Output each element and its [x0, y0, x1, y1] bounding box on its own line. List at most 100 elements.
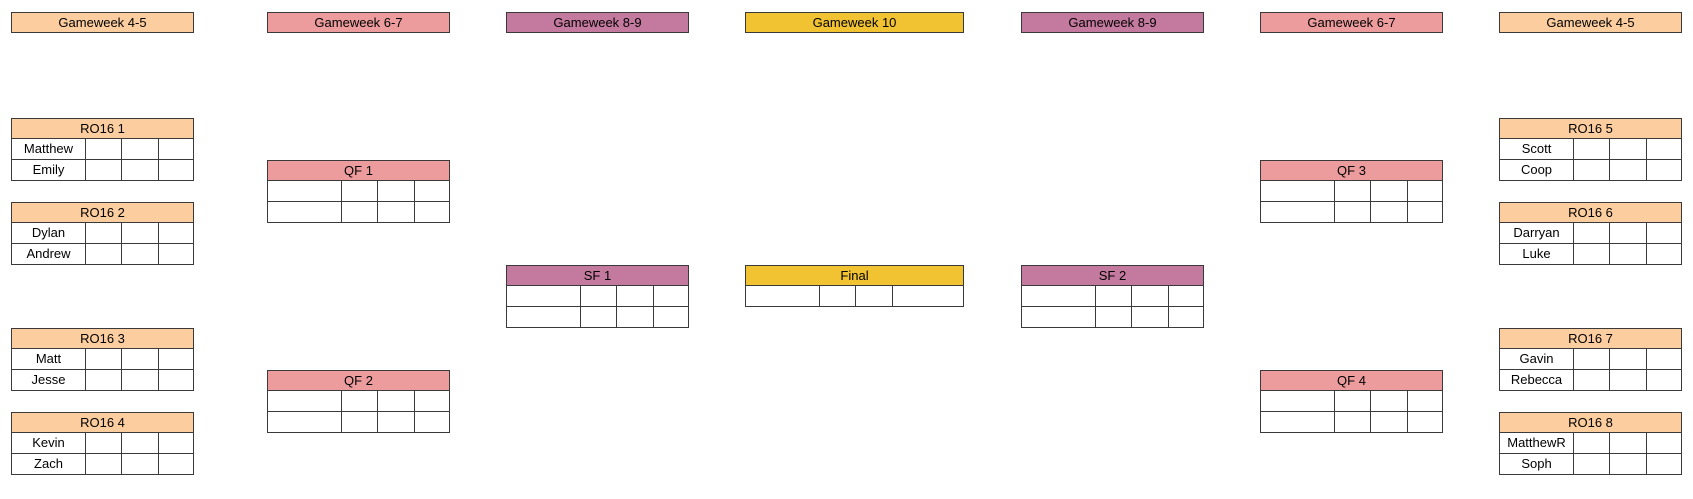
player-name[interactable]	[1022, 307, 1096, 327]
score-cell[interactable]	[86, 244, 122, 264]
score-cell[interactable]	[1610, 160, 1647, 180]
score-cell[interactable]	[122, 139, 159, 159]
score-cell[interactable]	[1574, 223, 1610, 243]
score-cell[interactable]	[856, 286, 893, 306]
score-cell[interactable]	[1610, 244, 1647, 264]
score-cell[interactable]	[1408, 181, 1442, 201]
player-name[interactable]: Coop	[1500, 160, 1574, 180]
score-cell[interactable]	[1647, 244, 1681, 264]
score-cell[interactable]	[1574, 370, 1610, 390]
score-cell[interactable]	[1610, 349, 1647, 369]
score-cell[interactable]	[581, 286, 617, 306]
score-cell[interactable]	[1132, 307, 1169, 327]
player-name[interactable]	[507, 307, 581, 327]
score-cell[interactable]	[617, 286, 654, 306]
player-name[interactable]	[1261, 412, 1335, 432]
score-cell[interactable]	[86, 349, 122, 369]
score-cell[interactable]	[342, 412, 378, 432]
score-cell[interactable]	[1574, 433, 1610, 453]
score-cell[interactable]	[1610, 223, 1647, 243]
player-name[interactable]: Emily	[12, 160, 86, 180]
score-cell[interactable]	[1169, 286, 1203, 306]
player-name[interactable]	[1261, 391, 1335, 411]
score-cell[interactable]	[1610, 433, 1647, 453]
score-cell[interactable]	[1132, 286, 1169, 306]
player-name[interactable]	[268, 412, 342, 432]
score-cell[interactable]	[1610, 454, 1647, 474]
score-cell[interactable]	[86, 370, 122, 390]
score-cell[interactable]	[122, 244, 159, 264]
player-name[interactable]: Dylan	[12, 223, 86, 243]
player-name[interactable]: Matt	[12, 349, 86, 369]
score-cell[interactable]	[342, 181, 378, 201]
score-cell[interactable]	[159, 454, 193, 474]
score-cell[interactable]	[122, 433, 159, 453]
score-cell[interactable]	[159, 139, 193, 159]
score-cell[interactable]	[1647, 454, 1681, 474]
score-cell[interactable]	[1647, 433, 1681, 453]
score-cell[interactable]	[1335, 202, 1371, 222]
player-name[interactable]: Scott	[1500, 139, 1574, 159]
score-cell[interactable]	[1574, 160, 1610, 180]
score-cell[interactable]	[1574, 139, 1610, 159]
score-cell[interactable]	[159, 433, 193, 453]
score-cell[interactable]	[378, 391, 415, 411]
player-name[interactable]: Kevin	[12, 433, 86, 453]
player-name[interactable]	[1261, 202, 1335, 222]
score-cell[interactable]	[342, 202, 378, 222]
score-cell[interactable]	[581, 307, 617, 327]
score-cell[interactable]	[122, 160, 159, 180]
score-cell[interactable]	[122, 370, 159, 390]
score-cell[interactable]	[1408, 202, 1442, 222]
player-name[interactable]: Matthew	[12, 139, 86, 159]
player-name[interactable]	[1261, 181, 1335, 201]
player-name[interactable]	[1022, 286, 1096, 306]
score-cell[interactable]	[159, 244, 193, 264]
player-name[interactable]	[893, 286, 963, 306]
score-cell[interactable]	[1647, 223, 1681, 243]
score-cell[interactable]	[415, 202, 449, 222]
score-cell[interactable]	[617, 307, 654, 327]
player-name[interactable]: Soph	[1500, 454, 1574, 474]
score-cell[interactable]	[1647, 139, 1681, 159]
score-cell[interactable]	[415, 391, 449, 411]
score-cell[interactable]	[378, 202, 415, 222]
score-cell[interactable]	[159, 349, 193, 369]
score-cell[interactable]	[86, 454, 122, 474]
score-cell[interactable]	[1371, 391, 1408, 411]
player-name[interactable]	[268, 391, 342, 411]
score-cell[interactable]	[342, 391, 378, 411]
score-cell[interactable]	[1371, 181, 1408, 201]
player-name[interactable]: Jesse	[12, 370, 86, 390]
player-name[interactable]: Gavin	[1500, 349, 1574, 369]
score-cell[interactable]	[1408, 391, 1442, 411]
score-cell[interactable]	[122, 349, 159, 369]
score-cell[interactable]	[86, 223, 122, 243]
player-name[interactable]: Rebecca	[1500, 370, 1574, 390]
score-cell[interactable]	[86, 433, 122, 453]
score-cell[interactable]	[1408, 412, 1442, 432]
score-cell[interactable]	[159, 370, 193, 390]
score-cell[interactable]	[122, 454, 159, 474]
score-cell[interactable]	[1574, 349, 1610, 369]
player-name[interactable]: MatthewR	[1500, 433, 1574, 453]
score-cell[interactable]	[122, 223, 159, 243]
score-cell[interactable]	[654, 307, 688, 327]
score-cell[interactable]	[378, 181, 415, 201]
player-name[interactable]: Zach	[12, 454, 86, 474]
score-cell[interactable]	[1169, 307, 1203, 327]
player-name[interactable]	[746, 286, 820, 306]
score-cell[interactable]	[1371, 202, 1408, 222]
score-cell[interactable]	[378, 412, 415, 432]
score-cell[interactable]	[1610, 139, 1647, 159]
score-cell[interactable]	[1574, 244, 1610, 264]
score-cell[interactable]	[1335, 391, 1371, 411]
score-cell[interactable]	[159, 160, 193, 180]
score-cell[interactable]	[654, 286, 688, 306]
player-name[interactable]	[268, 202, 342, 222]
player-name[interactable]: Darryan	[1500, 223, 1574, 243]
score-cell[interactable]	[1574, 454, 1610, 474]
score-cell[interactable]	[1096, 286, 1132, 306]
score-cell[interactable]	[415, 181, 449, 201]
score-cell[interactable]	[86, 160, 122, 180]
